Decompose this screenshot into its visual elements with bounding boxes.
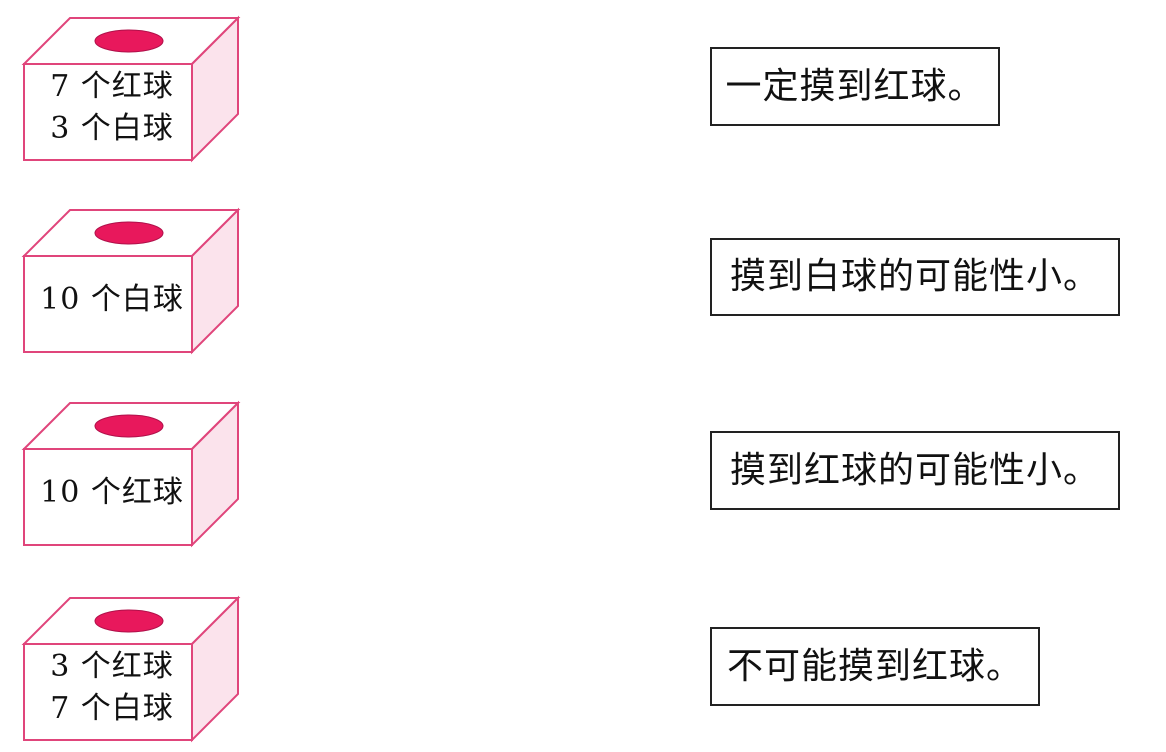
box-line-2: 7 个白球 <box>50 691 174 726</box>
box-contents: 3 个红球 7 个白球 <box>26 642 198 734</box>
box-contents: 10 个红球 <box>26 447 198 539</box>
ball-box-1: 7 个红球 3 个白球 <box>21 14 241 163</box>
ball-box-3: 10 个红球 <box>21 399 241 548</box>
box-drawing <box>21 15 241 163</box>
box-drawing <box>21 400 241 548</box>
box-drawing <box>21 207 241 355</box>
ball-box-4: 3 个红球 7 个白球 <box>21 594 241 743</box>
box-line-1: 7 个红球 <box>50 69 174 104</box>
ball-box-2: 10 个白球 <box>21 206 241 355</box>
statement-card-2[interactable]: 摸到白球的可能性小。 <box>710 238 1120 316</box>
box-contents: 10 个白球 <box>26 254 198 346</box>
box-contents: 7 个红球 3 个白球 <box>26 62 198 154</box>
box-hole <box>94 609 164 633</box>
statement-card-1[interactable]: 一定摸到红球。 <box>710 47 1000 126</box>
box-hole <box>94 29 164 53</box>
box-line-2: 3 个白球 <box>50 111 174 146</box>
box-hole <box>94 221 164 245</box>
statement-card-3[interactable]: 摸到红球的可能性小。 <box>710 431 1120 510</box>
box-line-1: 3 个红球 <box>50 649 174 684</box>
box-line-1: 10 个白球 <box>40 282 184 317</box>
statement-card-4[interactable]: 不可能摸到红球。 <box>710 627 1040 706</box>
box-line-1: 10 个红球 <box>40 475 184 510</box>
box-hole <box>94 414 164 438</box>
box-drawing <box>21 595 241 743</box>
